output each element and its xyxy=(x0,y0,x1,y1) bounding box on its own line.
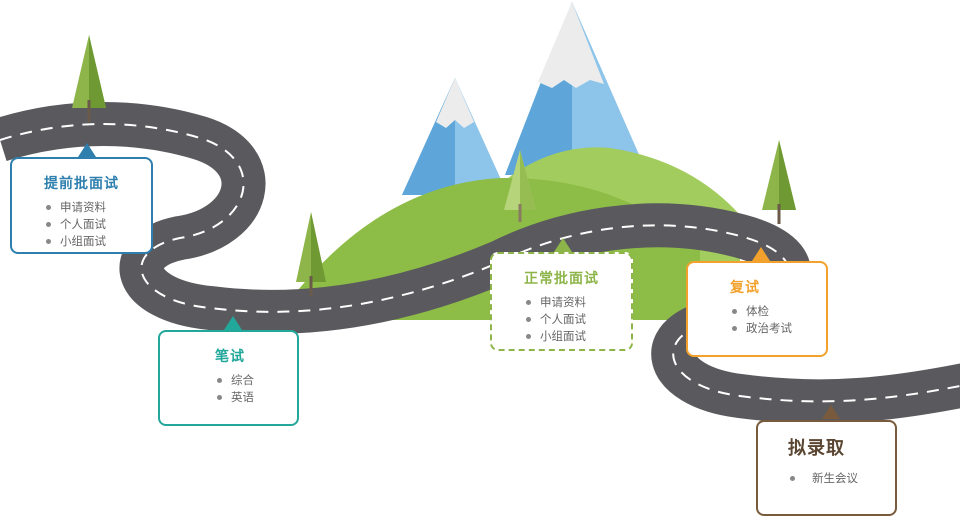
mountain-large xyxy=(505,2,648,175)
stage-title: 复试 xyxy=(730,280,760,296)
stage-title: 提前批面试 xyxy=(44,176,119,192)
stage-item: 个人面试 xyxy=(524,311,631,328)
marker-admission xyxy=(822,405,840,419)
tree-hill xyxy=(504,150,536,222)
stage-item: 小组面试 xyxy=(524,328,631,345)
tree-right xyxy=(762,140,796,224)
stage-item: 体检 xyxy=(730,303,826,320)
marker-re-exam xyxy=(752,247,770,261)
stage-title: 正常批面试 xyxy=(524,271,599,287)
marker-early-interview xyxy=(78,143,96,157)
tree-middle-left xyxy=(296,212,326,296)
stage-card-regular-interview: 正常批面试 申请资料 个人面试 小组面试 xyxy=(490,252,633,351)
stage-item: 申请资料 xyxy=(524,294,631,311)
stage-card-admission: 拟录取 新生会议 xyxy=(756,420,897,516)
marker-written-exam xyxy=(224,316,242,330)
tree-left xyxy=(72,35,106,122)
stage-card-written-exam: 笔试 综合 英语 xyxy=(158,330,299,426)
marker-regular-interview xyxy=(554,238,572,252)
stage-title: 拟录取 xyxy=(788,438,845,459)
stage-item: 小组面试 xyxy=(44,233,151,250)
stage-title: 笔试 xyxy=(215,349,245,365)
stage-item: 政治考试 xyxy=(730,320,826,337)
stage-item: 申请资料 xyxy=(44,199,151,216)
mountain-small xyxy=(402,78,508,195)
stage-card-re-exam: 复试 体检 政治考试 xyxy=(686,261,828,357)
stage-item: 综合 xyxy=(215,372,297,389)
stage-item: 英语 xyxy=(215,389,297,406)
stage-item: 个人面试 xyxy=(44,216,151,233)
stage-card-early-interview: 提前批面试 申请资料 个人面试 小组面试 xyxy=(10,157,153,254)
stage-item: 新生会议 xyxy=(788,470,895,487)
